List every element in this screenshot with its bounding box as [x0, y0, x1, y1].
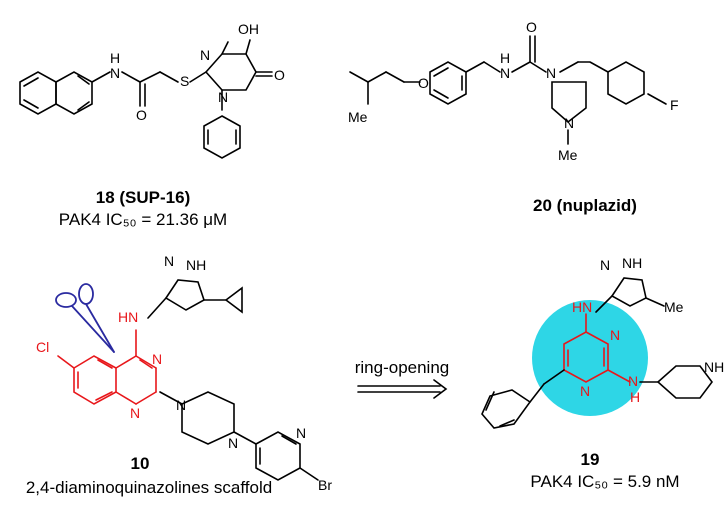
atom-n-10a: N: [152, 351, 162, 367]
atom-py-n-10: N: [296, 425, 306, 441]
atom-cl-10: Cl: [36, 339, 49, 355]
atom-nh-19: N: [628, 373, 638, 389]
atom-o-ether-20: O: [418, 75, 429, 91]
atom-h-20: H: [500, 50, 510, 66]
compound-18-structure: [19, 39, 273, 159]
atom-f-20: F: [670, 97, 679, 113]
atom-pz-n-19: N: [600, 257, 610, 273]
atom-pz-nh-19: NH: [622, 255, 642, 271]
atom-nh-20: N: [500, 65, 510, 81]
atom-pz-n-10: N: [164, 253, 174, 269]
atom-me2-20: Me: [348, 109, 368, 125]
compound-18-label: 18 (SUP-16): [95, 188, 191, 207]
atom-n-19b: N: [580, 383, 590, 399]
compound-20-label: 20 (nuplazid): [533, 196, 637, 215]
pyrimidine-highlight: [532, 300, 648, 416]
atom-me-20: Me: [558, 147, 578, 163]
atom-n-18b: N: [218, 89, 228, 105]
atom-n-urea-20: N: [546, 65, 556, 81]
atom-me-19: Me: [664, 299, 684, 315]
atom-h-19: H: [630, 389, 640, 405]
atom-br-10: Br: [318, 477, 332, 493]
atom-oh-18: OH: [238, 21, 259, 37]
atom-pz-nh-10: NH: [186, 257, 206, 273]
atom-o-18a: O: [136, 107, 147, 123]
atom-h-18: H: [110, 50, 120, 66]
compound-19-activity: PAK4 IC₅₀ = 5.9 nM: [530, 472, 680, 491]
ring-opening-arrow: [357, 379, 448, 399]
atom-nh-18: N: [110, 65, 120, 81]
compound-19-structure: [481, 277, 713, 429]
atom-pip-nh-19: NH: [704, 359, 724, 375]
atom-s-18: S: [180, 73, 189, 89]
atom-n-19a: N: [610, 327, 620, 343]
atom-n-10b: N: [130, 405, 140, 421]
compound-18-activity: PAK4 IC₅₀ = 21.36 μM: [58, 210, 228, 229]
atom-pip-n2-10: N: [228, 435, 238, 451]
compound-10-caption: 2,4-diaminoquinazolines scaffold: [25, 478, 273, 497]
atom-n-18a: N: [200, 47, 210, 63]
compound-20-structure: [349, 35, 667, 145]
atom-o-20: O: [526, 19, 537, 35]
atom-pip-n1-10: N: [176, 397, 186, 413]
compound-10-label: 10: [130, 454, 150, 473]
atom-o-18b: O: [274, 67, 285, 83]
transformation-label: ring-opening: [354, 358, 450, 377]
atom-hn-10: HN: [118, 309, 138, 325]
atom-pip-n-20: N: [564, 115, 574, 131]
atom-hn-19: HN: [572, 299, 592, 315]
compound-10-structure: [55, 279, 319, 481]
compound-19-label: 19: [580, 450, 600, 469]
